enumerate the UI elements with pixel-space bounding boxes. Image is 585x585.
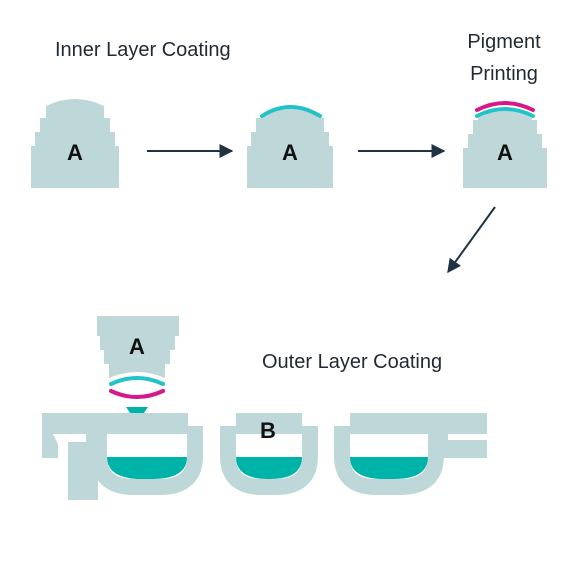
part-a-label: A [129,334,145,359]
part-a-step3: A [463,101,547,188]
bath-liquid [107,457,187,479]
part-a-inverted: A [97,316,179,399]
part-a-label: A [497,140,513,165]
mold-b: B [42,413,487,500]
step-title-inner-layer-coating: Inner Layer Coating [55,39,231,61]
pigment-layer [475,101,535,112]
part-a-step2: A [247,105,333,188]
part-a-label: A [282,140,298,165]
inner-coating-layer [260,105,322,118]
inner-coating-layer [475,107,535,118]
step-title-printing: Printing [470,63,538,85]
step-title-outer-layer-coating: Outer Layer Coating [262,351,442,373]
part-a-label: A [67,140,83,165]
inner-coating-layer [109,376,165,386]
pigment-layer [109,389,165,399]
arrow-step3-to-step4 [447,206,496,274]
step-title-pigment: Pigment [467,31,541,53]
part-b-label: B [260,418,276,443]
bath-liquid [236,457,302,479]
bath-liquid [350,457,428,479]
part-a-step1: A [31,99,119,188]
